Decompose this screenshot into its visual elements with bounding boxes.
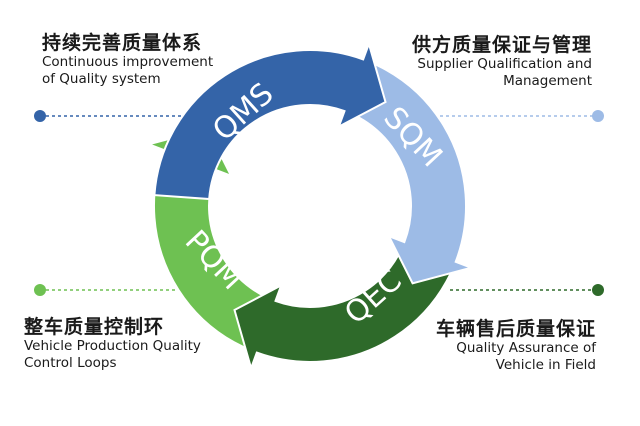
label-top-right-en-line1: Supplier Qualification and [417, 56, 592, 72]
label-top-left: 持续完善质量体系 Continuous improvement of Quali… [42, 32, 213, 88]
label-top-right: 供方质量保证与管理 Supplier Qualification and Man… [412, 34, 592, 90]
cycle-ring [145, 40, 475, 372]
leader-dot-qms [34, 110, 46, 122]
label-bottom-right-zh: 车辆售后质量保证 [435, 318, 596, 340]
label-top-right-zh: 供方质量保证与管理 [411, 34, 592, 56]
label-bottom-right: 车辆售后质量保证 Quality Assurance of Vehicle in… [436, 318, 596, 374]
qms-arrow [153, 40, 387, 201]
leader-dot-pqm [34, 284, 46, 296]
label-bottom-left-zh: 整车质量控制环 [24, 316, 165, 338]
label-top-left-en-line2: of Quality system [42, 71, 161, 87]
leader-dot-sqm [592, 110, 604, 122]
label-top-right-en-line2: Management [503, 73, 592, 89]
label-bottom-left-en-line1: Vehicle Production Quality [24, 338, 201, 354]
label-bottom-left-en-line2: Control Loops [24, 355, 117, 371]
label-top-left-zh: 持续完善质量体系 [42, 32, 203, 54]
label-bottom-right-en-line2: Vehicle in Field [495, 357, 596, 373]
leader-dot-qec [592, 284, 604, 296]
label-bottom-left: 整车质量控制环 Vehicle Production Quality Contr… [24, 316, 201, 372]
label-bottom-right-en-line1: Quality Assurance of [456, 340, 596, 356]
leader-lines [34, 110, 604, 296]
label-top-left-en-line1: Continuous improvement [42, 54, 214, 70]
